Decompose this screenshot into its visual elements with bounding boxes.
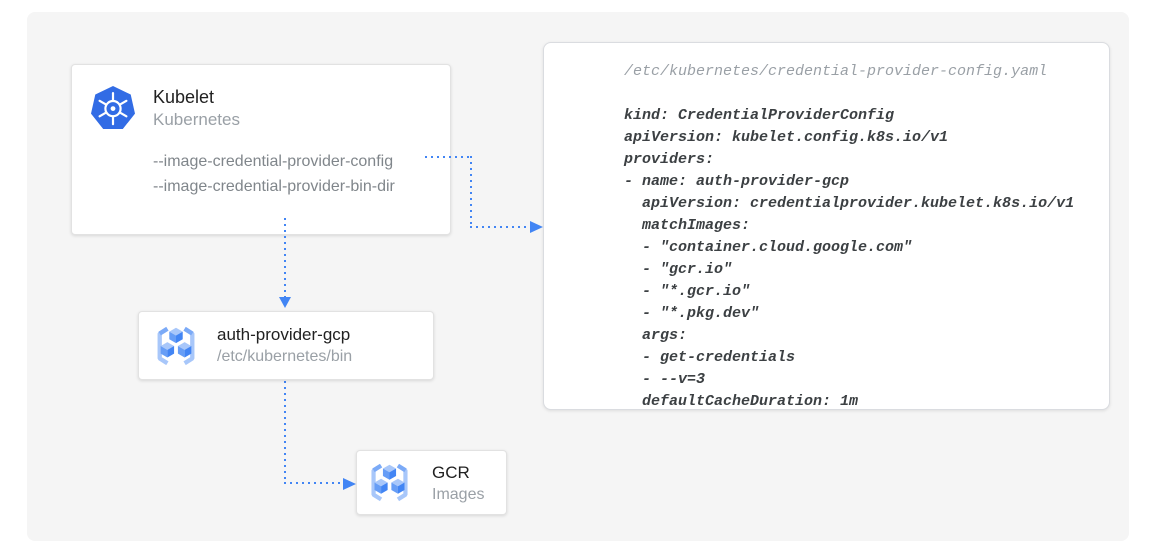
gcr-icon: [153, 323, 199, 369]
kubelet-flags: --image-credential-provider-config --ima…: [153, 149, 395, 199]
auth-provider-card: auth-provider-gcp /etc/kubernetes/bin: [138, 311, 434, 380]
code-line: defaultCacheDuration: 1m: [624, 393, 859, 410]
flag-image-credential-provider-bin-dir: --image-credential-provider-bin-dir: [153, 178, 395, 195]
config-yaml-code: kind: CredentialProviderConfig apiVersio…: [624, 105, 1074, 413]
code-line: - "container.cloud.google.com": [624, 239, 913, 256]
code-line: - "*.pkg.dev": [624, 305, 760, 322]
code-line: - get-credentials: [624, 349, 796, 366]
dotted-line-segment: [284, 482, 344, 484]
code-line: - "*.gcr.io": [624, 283, 751, 300]
config-file-path: /etc/kubernetes/credential-provider-conf…: [624, 63, 1048, 80]
gcr-title: GCR: [432, 463, 470, 482]
code-line: apiVersion: kubelet.config.k8s.io/v1: [624, 129, 949, 146]
code-line: providers:: [624, 151, 715, 168]
kubelet-title: Kubelet: [153, 87, 215, 107]
credential-provider-config-panel: /etc/kubernetes/credential-provider-conf…: [543, 42, 1110, 410]
code-line: kind: CredentialProviderConfig: [624, 107, 895, 124]
code-line: apiVersion: credentialprovider.kubelet.k…: [624, 195, 1075, 212]
dotted-line-segment: [470, 226, 530, 228]
dotted-line-segment: [284, 218, 286, 298]
arrowhead-right-icon: [343, 478, 356, 490]
auth-provider-path: /etc/kubernetes/bin: [217, 348, 353, 365]
kubelet-subtitle: Kubernetes: [153, 110, 240, 129]
code-line: - "gcr.io": [624, 261, 733, 278]
auth-provider-title: auth-provider-gcp: [217, 325, 351, 344]
code-line: - --v=3: [624, 371, 706, 388]
code-line: args:: [624, 327, 688, 344]
code-line: - name: auth-provider-gcp: [624, 173, 850, 190]
flag-image-credential-provider-config: --image-credential-provider-config: [153, 153, 394, 170]
gcr-card: GCR Images: [356, 450, 507, 515]
kubernetes-icon: [89, 84, 137, 132]
gcr-subtitle: Images: [432, 486, 485, 503]
arrowhead-right-icon: [530, 221, 543, 233]
gcr-icon: [367, 460, 412, 505]
dotted-line-segment: [470, 156, 472, 228]
dotted-line-segment: [425, 156, 472, 158]
code-line: matchImages:: [624, 217, 751, 234]
kubelet-card: Kubelet Kubernetes --image-credential-pr…: [71, 64, 451, 235]
dotted-line-segment: [284, 381, 286, 484]
arrowhead-down-icon: [279, 297, 291, 308]
